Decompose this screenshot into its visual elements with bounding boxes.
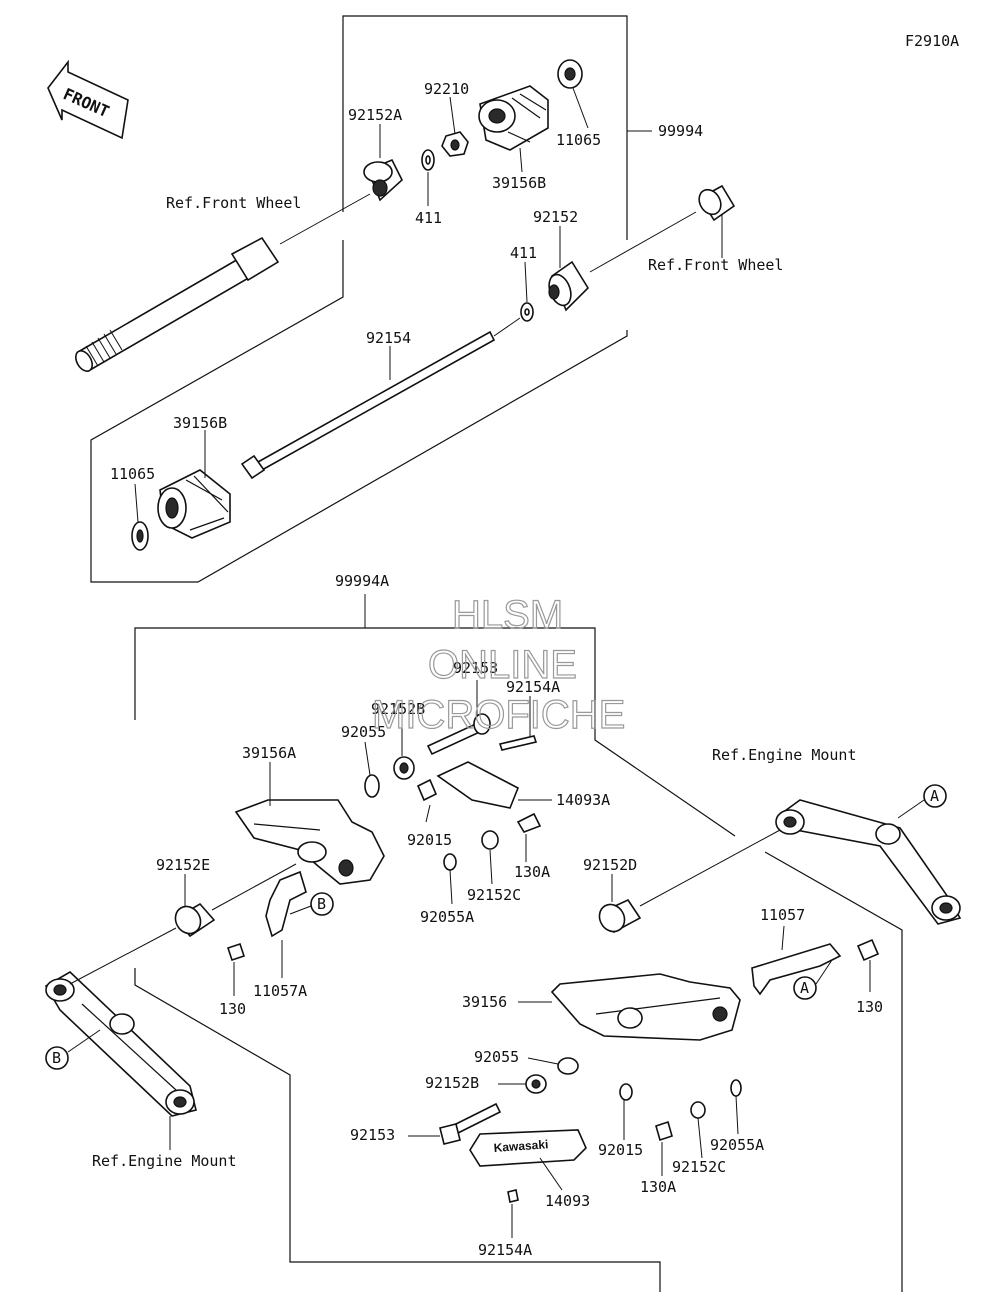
svg-text:B: B xyxy=(52,1049,61,1067)
label-92210: 92210 xyxy=(424,80,469,98)
slider-cap-39156B-top xyxy=(478,85,549,151)
bolt-92154 xyxy=(240,317,521,480)
label-411-top: 411 xyxy=(415,209,442,227)
leaders-top xyxy=(134,87,723,523)
bracket-11057 xyxy=(751,943,842,996)
label-92055A-bot: 92055A xyxy=(710,1136,764,1154)
watermark: HLSM ONLINE MICROFICHE xyxy=(371,592,626,737)
spacer-92152E xyxy=(69,863,297,985)
label-92055A-top: 92055A xyxy=(420,908,474,926)
label-39156B-left: 39156B xyxy=(173,414,227,432)
label-39156: 39156 xyxy=(462,993,507,1011)
label-130A-bot: 130A xyxy=(640,1178,676,1196)
label-130-right: 130 xyxy=(856,998,883,1016)
callout-A-bracket: A xyxy=(793,959,833,1000)
label-11057: 11057 xyxy=(760,906,805,924)
label-11057A: 11057A xyxy=(253,982,307,1000)
label-92153-bot: 92153 xyxy=(350,1126,395,1144)
hardware-lower xyxy=(439,1057,742,1203)
wheel-collar xyxy=(589,184,736,273)
watermark-line1: HLSM xyxy=(452,593,563,637)
label-14093: 14093 xyxy=(545,1192,590,1210)
watermark-line3: MICROFICHE xyxy=(372,693,625,737)
label-ref-front-wheel-right: Ref.Front Wheel xyxy=(648,256,783,274)
label-92152B-top: 92152B xyxy=(371,700,425,718)
label-39156A: 39156A xyxy=(242,744,296,762)
label-92152: 92152 xyxy=(533,208,578,226)
engine-mount-right xyxy=(775,799,962,925)
label-99994: 99994 xyxy=(658,122,703,140)
label-99994A: 99994A xyxy=(335,572,389,590)
bolt-130-right xyxy=(856,938,880,962)
label-39156B-top: 39156B xyxy=(492,174,546,192)
bolt-130-left xyxy=(226,942,246,962)
leaders-lower xyxy=(169,680,871,1238)
front-arrow-icon: FRONT xyxy=(47,59,129,140)
part-labels: 99994 99994A 92152A 92210 11065 39156B 4… xyxy=(92,80,883,1259)
label-92154A-top: 92154A xyxy=(506,678,560,696)
spacer-92152 xyxy=(548,260,590,312)
label-11065-left: 11065 xyxy=(110,465,155,483)
label-92152C-bot: 92152C xyxy=(672,1158,726,1176)
hardware-upper xyxy=(364,713,542,871)
label-11065-top: 11065 xyxy=(556,131,601,149)
frame-slider-39156 xyxy=(550,973,741,1041)
label-92152E: 92152E xyxy=(156,856,210,874)
label-92153-top: 92153 xyxy=(453,659,498,677)
label-ref-engine-mount-left: Ref.Engine Mount xyxy=(92,1152,237,1170)
label-130-left: 130 xyxy=(219,1000,246,1018)
label-14093A: 14093A xyxy=(556,791,610,809)
bracket-11057A xyxy=(265,870,307,938)
callout-B-bracket: B xyxy=(289,892,334,916)
top-group-outline xyxy=(90,15,652,583)
front-axle xyxy=(75,193,371,372)
plate-14093: Kawasaki xyxy=(469,1129,587,1167)
svg-text:A: A xyxy=(930,787,939,805)
watermark-line2: ONLINE xyxy=(428,643,577,687)
label-92154A-bot: 92154A xyxy=(478,1241,532,1259)
label-92152C-top: 92152C xyxy=(467,886,521,904)
spacer-92152D xyxy=(598,829,781,934)
svg-text:B: B xyxy=(317,895,326,913)
label-130A-top: 130A xyxy=(514,863,550,881)
label-92055-bot: 92055 xyxy=(474,1048,519,1066)
callout-A-right-mount: A xyxy=(897,784,947,819)
end-cap-11065-top xyxy=(557,59,583,89)
lower-group-outline xyxy=(134,594,903,1292)
frame-slider-39156A xyxy=(234,799,385,885)
label-92015-bot: 92015 xyxy=(598,1141,643,1159)
label-92015-top: 92015 xyxy=(407,831,452,849)
label-92152B-bot: 92152B xyxy=(425,1074,479,1092)
engine-mount-left xyxy=(44,971,197,1117)
label-411-mid: 411 xyxy=(510,244,537,262)
label-92055-top: 92055 xyxy=(341,723,386,741)
figure-id: F2910A xyxy=(905,32,959,50)
spacer-92152A xyxy=(363,158,403,202)
label-92152D: 92152D xyxy=(583,856,637,874)
nut-92210 xyxy=(441,131,469,157)
label-ref-front-wheel-left: Ref.Front Wheel xyxy=(166,194,301,212)
label-92154: 92154 xyxy=(366,329,411,347)
callout-B-left-mount: B xyxy=(45,1029,101,1070)
end-cap-11065-left xyxy=(131,521,149,551)
slider-cap-39156B-left xyxy=(157,469,231,539)
plate-logo: Kawasaki xyxy=(493,1137,549,1155)
label-ref-engine-mount-right: Ref.Engine Mount xyxy=(712,746,857,764)
svg-text:A: A xyxy=(800,979,809,997)
label-92152A: 92152A xyxy=(348,106,402,124)
